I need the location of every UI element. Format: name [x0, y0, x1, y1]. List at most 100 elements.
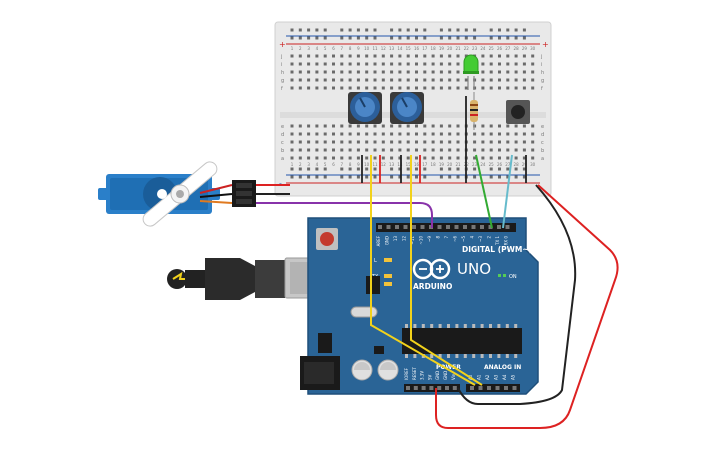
- breadboard-hole[interactable]: [456, 78, 460, 82]
- rail-hole[interactable]: [498, 175, 501, 179]
- header-pin[interactable]: [470, 386, 474, 390]
- breadboard-hole[interactable]: [439, 54, 443, 58]
- wires[interactable]: [256, 96, 619, 429]
- breadboard-hole[interactable]: [522, 156, 526, 160]
- servo[interactable]: [98, 158, 221, 231]
- breadboard-hole[interactable]: [340, 124, 344, 128]
- breadboard-hole[interactable]: [448, 62, 452, 66]
- header-pin[interactable]: [403, 225, 408, 229]
- breadboard-hole[interactable]: [415, 140, 418, 144]
- breadboard-hole[interactable]: [489, 140, 493, 144]
- breadboard-hole[interactable]: [423, 54, 427, 58]
- breadboard-hole[interactable]: [456, 140, 460, 144]
- wire-green[interactable]: [475, 154, 493, 229]
- breadboard-hole[interactable]: [456, 62, 460, 66]
- rail-hole[interactable]: [373, 167, 377, 171]
- breadboard-hole[interactable]: [489, 54, 493, 58]
- breadboard-hole[interactable]: [398, 78, 402, 82]
- breadboard-hole[interactable]: [332, 140, 335, 144]
- rail-hole[interactable]: [323, 167, 327, 171]
- breadboard-hole[interactable]: [423, 86, 427, 90]
- breadboard-hole[interactable]: [514, 86, 518, 90]
- rail-hole[interactable]: [489, 175, 493, 179]
- breadboard-hole[interactable]: [332, 54, 335, 58]
- rail-hole[interactable]: [365, 28, 369, 32]
- breadboard-hole[interactable]: [307, 124, 311, 128]
- breadboard-hole[interactable]: [531, 86, 535, 90]
- breadboard-hole[interactable]: [390, 140, 394, 144]
- rail-hole[interactable]: [340, 167, 344, 171]
- breadboard-hole[interactable]: [473, 132, 477, 136]
- breadboard-hole[interactable]: [398, 86, 402, 90]
- breadboard-hole[interactable]: [398, 54, 402, 58]
- breadboard-hole[interactable]: [448, 156, 452, 160]
- breadboard-hole[interactable]: [356, 148, 360, 152]
- breadboard-hole[interactable]: [481, 132, 485, 136]
- rail-hole[interactable]: [406, 28, 410, 32]
- breadboard-hole[interactable]: [307, 148, 311, 152]
- rail-hole[interactable]: [506, 36, 510, 40]
- breadboard-hole[interactable]: [398, 62, 402, 66]
- breadboard-hole[interactable]: [315, 156, 319, 160]
- rail-hole[interactable]: [456, 167, 460, 171]
- breadboard-hole[interactable]: [315, 78, 319, 82]
- rail-hole[interactable]: [522, 36, 526, 40]
- breadboard-hole[interactable]: [307, 54, 311, 58]
- breadboard-hole[interactable]: [290, 124, 294, 128]
- breadboard-hole[interactable]: [323, 148, 327, 152]
- breadboard-hole[interactable]: [522, 124, 526, 128]
- breadboard-hole[interactable]: [522, 132, 526, 136]
- rail-hole[interactable]: [423, 167, 427, 171]
- rail-hole[interactable]: [323, 175, 327, 179]
- header-pin[interactable]: [452, 386, 457, 390]
- breadboard-hole[interactable]: [489, 78, 493, 82]
- breadboard-hole[interactable]: [439, 132, 443, 136]
- breadboard-hole[interactable]: [373, 62, 377, 66]
- rail-hole[interactable]: [340, 175, 344, 179]
- rail-hole[interactable]: [290, 28, 294, 32]
- breadboard-hole[interactable]: [456, 70, 460, 74]
- breadboard-hole[interactable]: [332, 156, 335, 160]
- rail-hole[interactable]: [423, 36, 427, 40]
- breadboard-hole[interactable]: [406, 78, 410, 82]
- breadboard-hole[interactable]: [481, 140, 485, 144]
- breadboard-hole[interactable]: [498, 124, 501, 128]
- breadboard-hole[interactable]: [456, 54, 460, 58]
- breadboard-hole[interactable]: [415, 86, 418, 90]
- breadboard-hole[interactable]: [356, 54, 360, 58]
- rail-hole[interactable]: [506, 175, 510, 179]
- breadboard-hole[interactable]: [323, 62, 327, 66]
- breadboard-hole[interactable]: [415, 148, 418, 152]
- breadboard-hole[interactable]: [448, 54, 452, 58]
- breadboard-hole[interactable]: [365, 148, 369, 152]
- header-pin[interactable]: [504, 386, 508, 390]
- breadboard-hole[interactable]: [307, 140, 311, 144]
- wire-black-gnd[interactable]: [457, 184, 577, 405]
- breadboard-hole[interactable]: [290, 86, 294, 90]
- rail-hole[interactable]: [464, 28, 468, 32]
- header-pin[interactable]: [386, 225, 391, 229]
- breadboard-hole[interactable]: [448, 70, 452, 74]
- breadboard-hole[interactable]: [514, 62, 518, 66]
- rail-hole[interactable]: [489, 28, 493, 32]
- breadboard-hole[interactable]: [348, 62, 352, 66]
- breadboard-hole[interactable]: [390, 62, 394, 66]
- breadboard-hole[interactable]: [390, 148, 394, 152]
- breadboard-hole[interactable]: [489, 62, 493, 66]
- breadboard-hole[interactable]: [398, 70, 402, 74]
- breadboard-hole[interactable]: [514, 140, 518, 144]
- header-pin[interactable]: [463, 225, 467, 229]
- rail-hole[interactable]: [415, 28, 418, 32]
- rail-hole[interactable]: [315, 36, 319, 40]
- breadboard-hole[interactable]: [498, 156, 501, 160]
- rail-hole[interactable]: [340, 36, 344, 40]
- breadboard-hole[interactable]: [498, 148, 501, 152]
- breadboard-hole[interactable]: [406, 124, 410, 128]
- breadboard-hole[interactable]: [431, 70, 435, 74]
- breadboard-hole[interactable]: [498, 70, 501, 74]
- breadboard-hole[interactable]: [431, 54, 435, 58]
- breadboard-hole[interactable]: [340, 148, 344, 152]
- header-pin[interactable]: [497, 225, 501, 229]
- breadboard-hole[interactable]: [481, 78, 485, 82]
- breadboard-hole[interactable]: [348, 78, 352, 82]
